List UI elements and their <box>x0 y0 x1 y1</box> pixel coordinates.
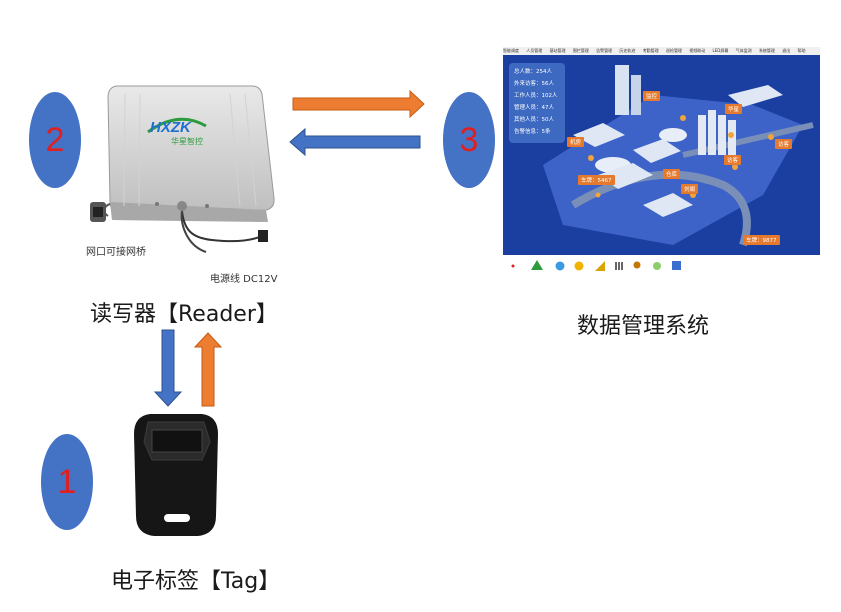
arrow-reader-to-system <box>292 89 425 119</box>
stat-others: 其他人员：50人 <box>514 117 554 123</box>
step-3-number: 3 <box>459 120 479 159</box>
system-caption: 数据管理系统 <box>577 314 710 339</box>
step-1-circle: 1 <box>41 434 93 530</box>
system-menu-bar: 智能调度 人员管理 基站管理 围栏管理 告警管理 历史轨迹 考勤管理 巡检管理 … <box>503 47 820 55</box>
stat-alerts: 告警信息：5条 <box>514 129 551 135</box>
map-label[interactable]: 车牌：5467 <box>578 175 615 185</box>
step-2-number: 2 <box>45 120 65 159</box>
map-label[interactable]: 访客 <box>775 139 793 149</box>
system-toolbar <box>503 257 820 275</box>
menu-item[interactable]: 历史轨迹 <box>619 48 636 53</box>
map-label[interactable]: 访客 <box>724 155 742 165</box>
stat-managers: 管理人员：47人 <box>514 105 554 111</box>
menu-item[interactable]: 视频联动 <box>689 48 706 53</box>
menu-item[interactable]: 系统管理 <box>758 48 775 53</box>
menu-item[interactable]: 考勤管理 <box>642 48 659 53</box>
system-screenshot: 智能调度 人员管理 基站管理 围栏管理 告警管理 历史轨迹 考勤管理 巡检管理 … <box>503 47 820 277</box>
map-label[interactable]: 仓库 <box>663 169 681 179</box>
stats-panel: 总人数：254人 外来访客：56人 工作人员：102人 管理人员：47人 其他人… <box>509 63 565 143</box>
menu-item[interactable]: 气体监测 <box>735 48 752 53</box>
stat-total: 总人数：254人 <box>514 69 552 75</box>
reader-device-image <box>90 85 275 253</box>
toolbar-icons <box>511 260 681 271</box>
step-3-circle: 3 <box>443 92 495 188</box>
menu-item[interactable]: 帮助 <box>797 48 806 53</box>
menu-item[interactable]: 告警管理 <box>596 48 613 53</box>
electronic-tag-image <box>134 414 218 536</box>
arrow-system-to-reader <box>289 127 421 157</box>
stat-workers: 工作人员：102人 <box>514 93 558 99</box>
arrow-reader-to-tag <box>153 329 183 407</box>
map-label[interactable]: 监控 <box>643 91 661 101</box>
step-1-number: 1 <box>57 462 77 501</box>
map-label[interactable]: 刘娟 <box>681 184 699 194</box>
menu-item[interactable]: 基站管理 <box>549 48 566 53</box>
reader-brand-logo: HXZK <box>150 119 191 136</box>
system-3d-map: 总人数：254人 外来访客：56人 工作人员：102人 管理人员：47人 其他人… <box>503 55 820 255</box>
menu-item[interactable]: 退出 <box>782 48 791 53</box>
menu-item[interactable]: LED屏幕 <box>712 48 729 53</box>
reader-brand-sub: 华星智控 <box>171 137 203 146</box>
reader-caption: 读写器【Reader】 <box>90 302 278 327</box>
menu-item[interactable]: 围栏管理 <box>572 48 589 53</box>
network-port-label: 网口可接网桥 <box>86 247 146 258</box>
step-2-circle: 2 <box>29 92 81 188</box>
tag-caption: 电子标签【Tag】 <box>111 569 281 594</box>
menu-item[interactable]: 人员管理 <box>526 48 543 53</box>
map-label[interactable]: 车牌：9877 <box>743 235 780 245</box>
stat-visitors: 外来访客：56人 <box>514 81 554 87</box>
menu-item[interactable]: 智能调度 <box>503 48 519 53</box>
map-label[interactable]: 华星 <box>725 104 743 114</box>
arrow-tag-to-reader <box>193 332 223 407</box>
menu-item[interactable]: 巡检管理 <box>665 48 682 53</box>
map-label[interactable]: 机房 <box>567 137 585 147</box>
power-cable-label: 电源线 DC12V <box>210 274 278 285</box>
